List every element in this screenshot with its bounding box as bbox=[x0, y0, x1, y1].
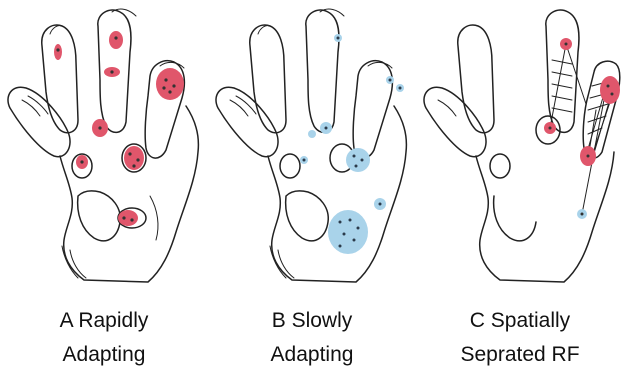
caption-line-1: A Rapidly bbox=[0, 304, 208, 338]
receptive-field bbox=[118, 210, 138, 226]
panel-spatially-separated-rf: C Spatially Seprated RF bbox=[416, 0, 624, 371]
caption-line-1: C Spatially bbox=[416, 304, 624, 338]
caption-line-2: Adapting bbox=[0, 338, 208, 372]
receptive-field bbox=[54, 44, 62, 60]
caption: B Slowly Adapting bbox=[208, 304, 416, 372]
receptive-field bbox=[308, 130, 316, 138]
caption: A Rapidly Adapting bbox=[0, 304, 208, 372]
hand-illustration-b bbox=[208, 0, 416, 300]
receptive-field bbox=[109, 31, 123, 49]
receptive-field bbox=[600, 76, 620, 104]
caption-line-2: Seprated RF bbox=[416, 338, 624, 372]
receptive-field bbox=[328, 210, 368, 254]
hand-illustration-c bbox=[416, 0, 624, 300]
hand-outline bbox=[8, 9, 198, 282]
panel-slowly-adapting: B Slowly Adapting bbox=[208, 0, 416, 371]
receptive-field bbox=[346, 148, 370, 172]
receptive-field bbox=[156, 68, 184, 100]
caption-line-1: B Slowly bbox=[208, 304, 416, 338]
hand-outline bbox=[216, 9, 406, 282]
hand-illustration-a bbox=[0, 0, 208, 300]
caption: C Spatially Seprated RF bbox=[416, 304, 624, 372]
caption-line-2: Adapting bbox=[208, 338, 416, 372]
panel-rapidly-adapting: A Rapidly Adapting bbox=[0, 0, 208, 371]
